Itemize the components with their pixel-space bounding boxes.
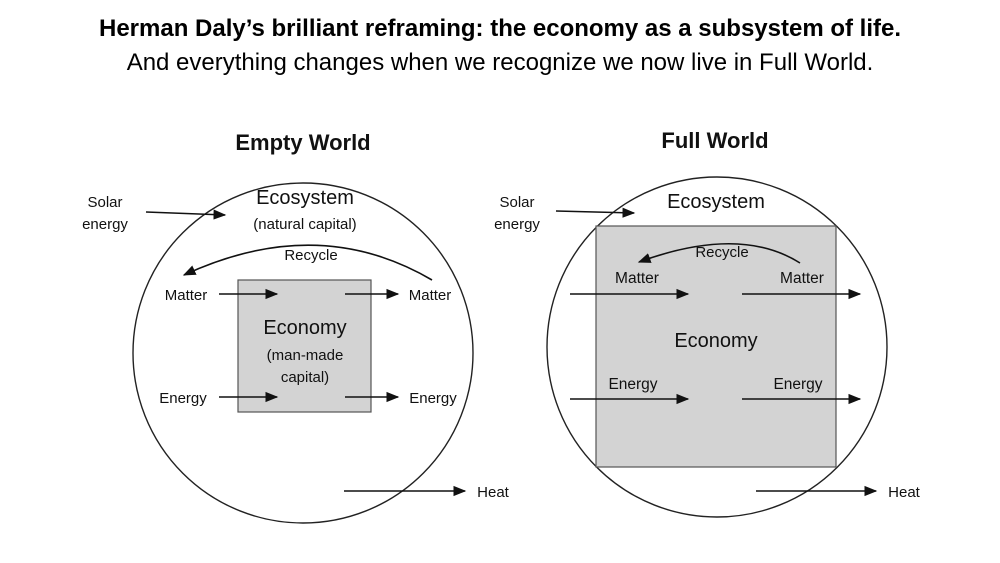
empty-energy-in-label: Energy [159,390,207,407]
full-recycle-arrow [637,242,801,264]
empty-economy-sublabel-2: capital) [281,369,329,386]
empty-matter-in-label: Matter [165,287,208,304]
empty-solar-arrow [145,209,227,220]
empty-economy-box [237,279,372,413]
empty-matter-out-label: Matter [409,287,452,304]
full-ecosystem-label: Ecosystem [667,191,765,213]
slide-title: Herman Daly’s brilliant reframing: the e… [98,15,902,42]
empty-economy-sublabel-1: (man-made [267,347,344,364]
empty-solar-label-1: Solar [87,194,122,211]
empty-recycle-label: Recycle [284,247,337,264]
empty-economy-label: Economy [263,317,346,339]
empty-recycle-arrow [182,244,433,281]
full-economy-box [595,225,837,468]
full-world-title: Full World [661,128,768,153]
full-economy-label: Economy [674,330,757,352]
empty-ecosystem-label: Ecosystem [256,187,354,209]
slide-header: Herman Daly’s brilliant reframing: the e… [0,12,1000,80]
empty-solar-label-2: energy [82,216,128,233]
full-solar-arrow [555,207,636,218]
slide-subtitle: And everything changes when we recognize… [126,49,874,76]
full-recycle-label: Recycle [695,244,748,261]
full-solar-label-2: energy [494,216,540,233]
full-energy-out-label: Energy [773,376,822,393]
full-matter-out-label: Matter [780,270,824,287]
empty-world-diagram: Empty World Ecosystem (natural capital) … [82,130,510,524]
empty-world-title: Empty World [235,130,370,155]
empty-energy-out-label: Energy [409,390,457,407]
full-matter-in-label: Matter [615,270,659,287]
full-energy-in-label: Energy [608,376,657,393]
full-solar-label-1: Solar [499,194,534,211]
full-heat-label: Heat [888,484,921,501]
empty-heat-label: Heat [477,484,510,501]
empty-ecosystem-circle [132,182,474,524]
full-ecosystem-circle [546,176,888,518]
full-world-diagram: Full World Ecosystem Solar energy Recycl… [494,128,921,518]
empty-ecosystem-sublabel: (natural capital) [253,216,356,233]
